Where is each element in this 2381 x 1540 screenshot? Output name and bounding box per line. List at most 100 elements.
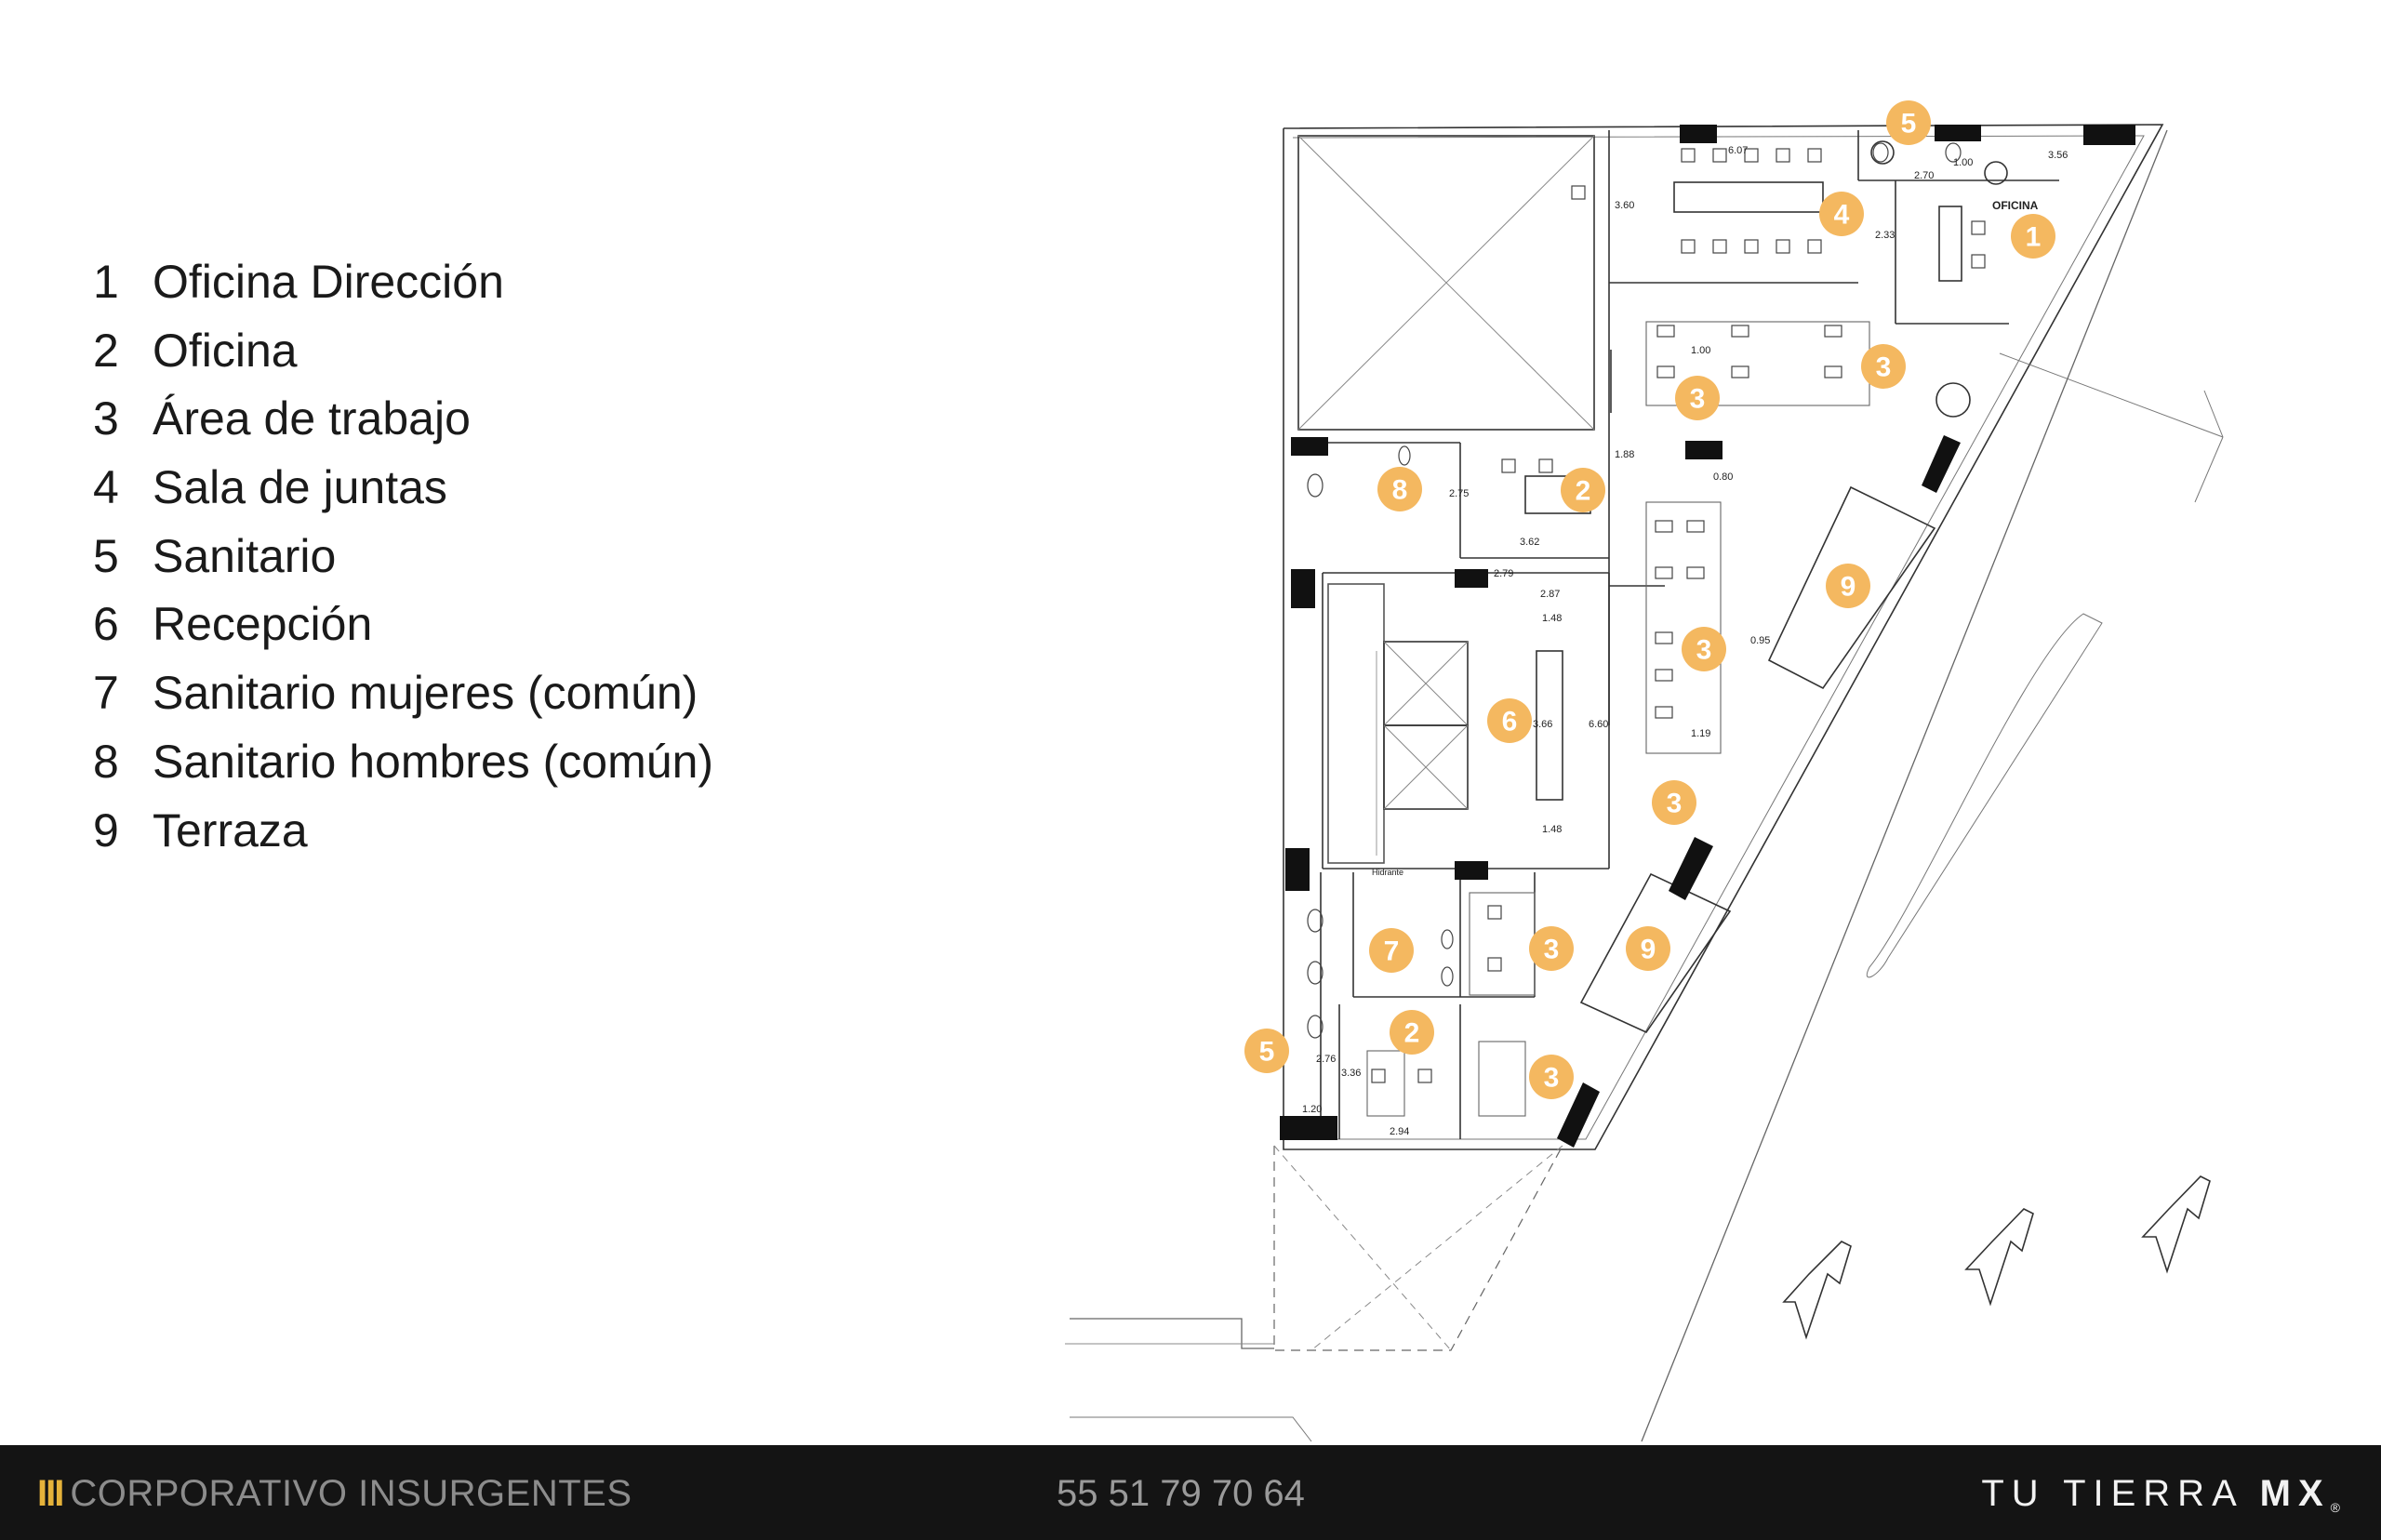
marker-number: 3	[1667, 789, 1683, 819]
dimension-label: 1.88	[1615, 449, 1634, 460]
dimension-label: 1.48	[1542, 824, 1562, 835]
marker-circle	[1886, 100, 1931, 145]
room-marker: 2	[1390, 1010, 1434, 1055]
marker-number: 3	[1690, 384, 1706, 415]
room-marker: 9	[1826, 564, 1870, 608]
dimension-label: 2.87	[1540, 589, 1560, 600]
dimension-label: 2.76	[1316, 1054, 1336, 1065]
legend-item: 4 Sala de juntas	[93, 458, 713, 527]
legend-label: Terraza	[153, 803, 308, 856]
room-legend: 1 Oficina Dirección 2 Oficina 3 Área de tra…	[93, 253, 713, 870]
dimension-label: 6.60	[1589, 719, 1608, 730]
legend-number: 9	[93, 803, 119, 856]
room-marker: 5	[1244, 1029, 1289, 1073]
floor-plan: OFICINA Hidrante 6.071.003.562.703.602.3…	[1065, 100, 2224, 1442]
logo-suffix: MX	[2259, 1473, 2331, 1514]
legend-number: 7	[93, 667, 119, 720]
legend-item: 3 Área de trabajo	[93, 390, 713, 458]
room-marker: 3	[1529, 926, 1574, 971]
marker-circle	[1861, 344, 1906, 389]
room-marker: 5	[1886, 100, 1931, 145]
dimension-label: 2.33	[1875, 230, 1895, 241]
legend-item: 7 Sanitario mujeres (común)	[93, 664, 713, 733]
marker-number: 2	[1404, 1018, 1420, 1049]
marker-circle	[1369, 928, 1414, 973]
logo-registered: ®	[2330, 1500, 2340, 1515]
room-markers: 5 4 1 3 3 8 2 9 3 6 3 7 3 9 5 2 3	[1244, 100, 2055, 1099]
room-marker: 2	[1561, 468, 1605, 512]
dimension-label: 1.00	[1691, 345, 1710, 356]
dimension-label: 1.19	[1691, 728, 1710, 739]
dimension-label: 3.62	[1520, 537, 1539, 548]
marker-circle	[1561, 468, 1605, 512]
marker-circle	[1675, 376, 1720, 420]
marker-circle	[1652, 780, 1696, 825]
plan-linework	[1065, 124, 2224, 1442]
legend-number: 5	[93, 529, 119, 582]
room-marker: 7	[1369, 928, 1414, 973]
dimension-label: 2.79	[1494, 568, 1513, 579]
room-marker: 1	[2011, 214, 2055, 259]
marker-number: 9	[1841, 572, 1856, 603]
legend-number: 3	[93, 392, 119, 445]
legend-number: 2	[93, 324, 119, 377]
brand-bars: III	[37, 1473, 64, 1514]
legend-number: 4	[93, 461, 119, 514]
marker-circle	[1487, 698, 1532, 743]
marker-number: 3	[1876, 352, 1892, 383]
room-marker: 8	[1377, 467, 1422, 511]
structural-columns	[1280, 125, 2135, 1148]
legend-number: 6	[93, 598, 119, 651]
marker-circle	[1819, 192, 1864, 236]
legend-label: Oficina Dirección	[153, 256, 504, 308]
legend-label: Sala de juntas	[153, 461, 447, 514]
hydrant-label: Hidrante	[1372, 868, 1403, 877]
dimension-label: 6.07	[1728, 145, 1748, 156]
room-marker: 4	[1819, 192, 1864, 236]
dimension-label: 2.94	[1390, 1126, 1409, 1137]
dimension-label: 3.60	[1615, 200, 1634, 211]
marker-number: 3	[1696, 635, 1712, 666]
room-marker: 3	[1675, 376, 1720, 420]
marker-circle	[1529, 926, 1574, 971]
room-marker: 6	[1487, 698, 1532, 743]
dimension-label: 3.56	[2048, 150, 2068, 161]
marker-circle	[1626, 926, 1670, 971]
legend-label: Sanitario hombres (común)	[153, 735, 714, 788]
company-logo: TU TIERRA MX®	[1981, 1473, 2340, 1515]
room-marker: 3	[1682, 627, 1726, 671]
legend-label: Sanitario	[153, 529, 337, 582]
marker-number: 5	[1259, 1037, 1275, 1068]
marker-number: 3	[1544, 1063, 1560, 1094]
marker-number: 9	[1641, 935, 1656, 965]
marker-number: 8	[1392, 475, 1408, 506]
legend-label: Área de trabajo	[153, 392, 471, 445]
dimension-labels: 6.071.003.562.703.602.331.001.880.802.75…	[1302, 145, 2068, 1137]
legend-label: Sanitario mujeres (común)	[153, 667, 698, 720]
marker-circle	[1529, 1055, 1574, 1099]
dimension-label: 3.66	[1533, 719, 1552, 730]
phone-number: 55 51 79 70 64	[1057, 1473, 1305, 1514]
dimension-label: 1.48	[1542, 613, 1562, 624]
marker-number: 5	[1901, 109, 1917, 139]
room-marker: 3	[1652, 780, 1696, 825]
dimension-label: 2.75	[1449, 488, 1469, 499]
legend-item: 9 Terraza	[93, 802, 713, 870]
marker-number: 7	[1384, 936, 1400, 967]
legend-item: 2 Oficina	[93, 322, 713, 391]
dimension-label: 0.80	[1713, 471, 1733, 483]
marker-number: 1	[2026, 222, 2042, 253]
marker-circle	[1244, 1029, 1289, 1073]
room-marker: 3	[1529, 1055, 1574, 1099]
brand-text: CORPORATIVO INSURGENTES	[70, 1473, 632, 1514]
room-marker: 9	[1626, 926, 1670, 971]
legend-label: Oficina	[153, 324, 298, 377]
marker-circle	[2011, 214, 2055, 259]
dimension-label: 1.00	[1953, 157, 1973, 168]
legend-number: 1	[93, 256, 119, 308]
room-marker: 3	[1861, 344, 1906, 389]
